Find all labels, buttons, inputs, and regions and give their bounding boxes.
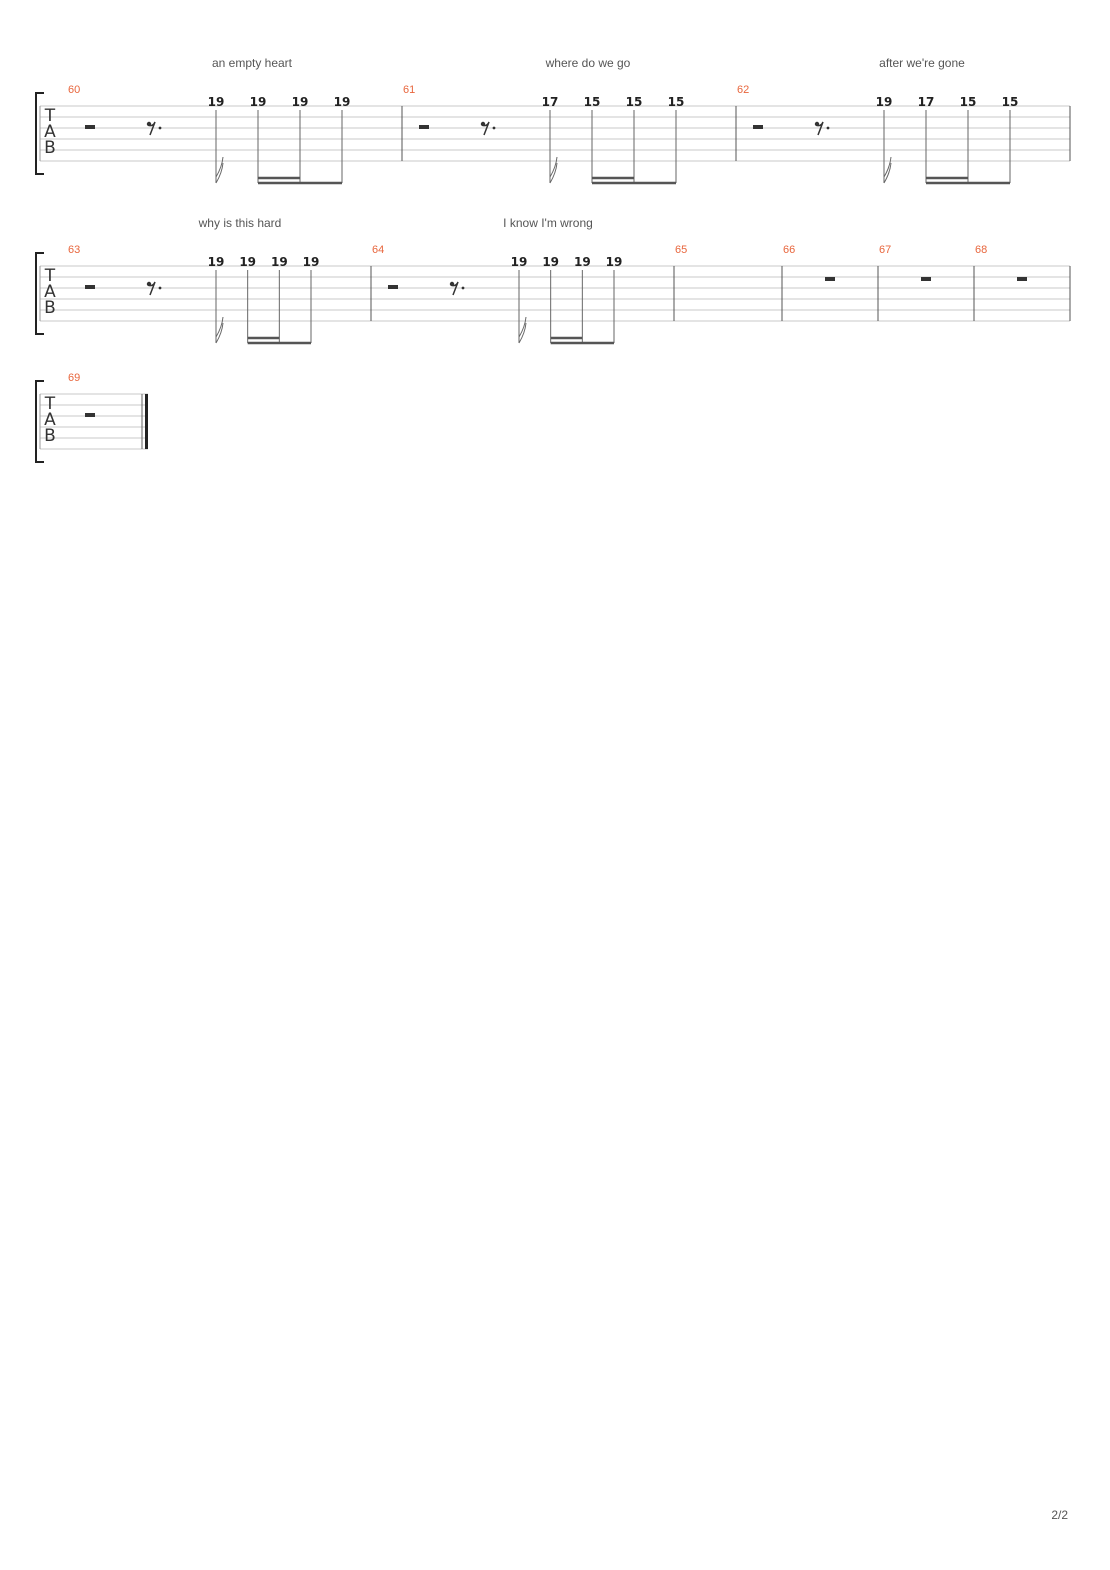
half-rest	[753, 125, 763, 129]
fret-number: 19	[876, 95, 893, 109]
fret-number: 15	[960, 95, 977, 109]
measure-number: 66	[783, 244, 795, 256]
half-rest	[419, 125, 429, 129]
fret-number: 19	[239, 255, 256, 269]
note-flag	[549, 162, 558, 184]
measure-number: 61	[403, 84, 415, 96]
tab-clef-letter: A	[44, 410, 56, 430]
fret-number: 19	[292, 95, 309, 109]
lyric-text: I know I'm wrong	[503, 216, 593, 230]
system-bracket	[35, 380, 44, 463]
measure-number: 69	[68, 372, 80, 384]
tab-clef-letter: A	[44, 122, 56, 142]
rest-stem	[481, 121, 490, 136]
tab-clef-letter: T	[44, 266, 56, 286]
half-rest	[85, 413, 95, 417]
fret-number: 19	[208, 255, 225, 269]
page-number: 2/2	[1051, 1508, 1068, 1522]
fret-number: 15	[668, 95, 685, 109]
measure-number: 67	[879, 244, 891, 256]
rest-dot	[158, 126, 162, 130]
measure-number: 60	[68, 84, 80, 96]
tab-clef-letter: B	[44, 426, 56, 446]
half-rest	[85, 285, 95, 289]
half-rest	[85, 125, 95, 129]
staff-system: TAB 69	[35, 372, 148, 463]
fret-number: 19	[574, 255, 591, 269]
measure: 68	[975, 244, 1071, 321]
measure-number: 65	[675, 244, 687, 256]
measure: 67	[879, 244, 975, 321]
fret-number: 19	[250, 95, 267, 109]
note-flag	[215, 156, 224, 178]
rest-stem	[147, 121, 156, 136]
note-flag	[215, 162, 224, 184]
lyric-text: after we're gone	[879, 56, 965, 70]
staff-system: TAB 60 an empty heart 19 19 19 19 61 where do we…	[35, 56, 1071, 185]
note-flag	[883, 162, 892, 184]
measure: 64 I know I'm wrong 19 19 19 19	[372, 216, 675, 345]
fret-number: 19	[542, 255, 559, 269]
measure: 61 where do we go 17 15 15 15	[403, 56, 737, 185]
staff-system: TAB 63 why is this hard 19 19 19 19 64 I know I'…	[35, 216, 1071, 345]
rest-stem	[147, 281, 156, 296]
note-flag	[518, 322, 527, 344]
whole-rest	[921, 277, 931, 281]
dotted-eighth-rest	[449, 281, 465, 296]
tab-clef-letter: B	[44, 298, 56, 318]
lyric-text: an empty heart	[212, 56, 293, 70]
dotted-eighth-rest	[146, 281, 162, 296]
tab-clef-letter: T	[44, 394, 56, 414]
rest-dot	[461, 286, 465, 290]
tab-clef-letter: A	[44, 282, 56, 302]
measure-number: 62	[737, 84, 749, 96]
lyric-text: why is this hard	[198, 216, 282, 230]
whole-rest	[1017, 277, 1027, 281]
tab-clef-letter: T	[44, 106, 56, 126]
fret-number: 17	[918, 95, 935, 109]
fret-number: 19	[511, 255, 528, 269]
dotted-eighth-rest	[814, 121, 830, 136]
fret-number: 19	[208, 95, 225, 109]
final-barline	[145, 394, 148, 449]
tab-clef-letter: B	[44, 138, 56, 158]
measure-number: 68	[975, 244, 987, 256]
whole-rest	[825, 277, 835, 281]
dotted-eighth-rest	[480, 121, 496, 136]
rest-stem	[815, 121, 824, 136]
rest-stem	[450, 281, 459, 296]
measure: 66	[783, 244, 879, 321]
lyric-text: where do we go	[545, 56, 631, 70]
note-flag	[883, 156, 892, 178]
measure: 65	[675, 244, 783, 321]
fret-number: 15	[584, 95, 601, 109]
dotted-eighth-rest	[146, 121, 162, 136]
note-flag	[518, 316, 527, 338]
note-flag	[215, 316, 224, 338]
measure: 69	[68, 372, 148, 449]
rest-dot	[158, 286, 162, 290]
half-rest	[388, 285, 398, 289]
measure-number: 63	[68, 244, 80, 256]
note-flag	[549, 156, 558, 178]
note-flag	[215, 322, 224, 344]
fret-number: 15	[1002, 95, 1019, 109]
fret-number: 17	[542, 95, 559, 109]
fret-number: 19	[271, 255, 288, 269]
fret-number: 15	[626, 95, 643, 109]
measure: 62 after we're gone 19 17 15 15	[737, 56, 1071, 185]
measure: 63 why is this hard 19 19 19 19	[68, 216, 372, 345]
rest-dot	[826, 126, 830, 130]
fret-number: 19	[303, 255, 320, 269]
rest-dot	[492, 126, 496, 130]
system-bracket	[35, 92, 44, 175]
measure: 60 an empty heart 19 19 19 19	[68, 56, 403, 185]
fret-number: 19	[334, 95, 351, 109]
measure-number: 64	[372, 244, 384, 256]
system-bracket	[35, 252, 44, 335]
fret-number: 19	[606, 255, 623, 269]
